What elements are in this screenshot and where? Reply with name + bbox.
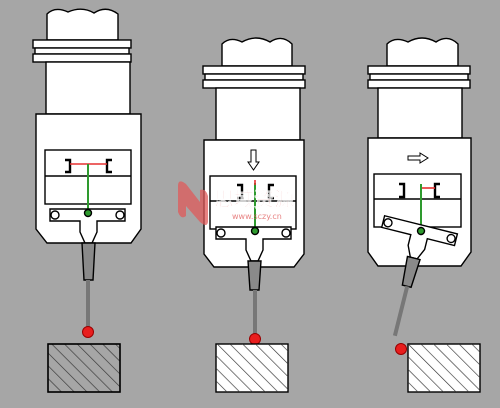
left-bracket: [237, 183, 244, 200]
pivot: [416, 226, 426, 236]
flange-ring-top: [202, 65, 306, 75]
flange-ring-top: [367, 65, 471, 75]
stylus-tip: [395, 343, 407, 355]
arrow-down-icon: [247, 149, 260, 171]
watermark-url: www.sczy.cn: [232, 212, 282, 221]
mount-hole-left: [216, 228, 226, 238]
stylus-holder: [247, 260, 262, 291]
workpieces: [47, 343, 481, 393]
arrow-right-icon: [407, 152, 429, 164]
stylus-tip: [249, 333, 261, 345]
probe-lateral-contact: [367, 37, 472, 355]
sensor-panel: [373, 173, 462, 228]
shank-cap: [386, 37, 459, 67]
flange-ring-mid: [34, 47, 130, 55]
watermark: 思域资源 www.sczy.cn: [178, 181, 294, 225]
mount-hole-left: [50, 210, 60, 220]
probe-at-rest: [32, 8, 142, 338]
right-bracket: [105, 158, 112, 174]
flange-ring-top: [32, 39, 132, 49]
pivot: [83, 208, 93, 218]
pivot: [250, 226, 260, 236]
flange-ring-bot: [202, 79, 306, 89]
neck: [377, 87, 463, 139]
shank-cap: [221, 37, 293, 67]
left-bracket: [65, 158, 72, 174]
workpiece-1: [47, 343, 121, 393]
mount-hole-right: [281, 228, 291, 238]
flange-ring-bot: [367, 79, 471, 89]
watermark-brand: 思域资源: [214, 187, 294, 211]
probe-vertical-contact: [202, 37, 306, 345]
stylus-holder: [81, 242, 96, 281]
sensor-panel: [209, 175, 297, 230]
neck: [45, 61, 131, 115]
watermark-logo-icon: [178, 181, 208, 225]
shank-cap: [46, 8, 119, 41]
stylus-tip: [82, 326, 94, 338]
mount-hole-right: [446, 233, 456, 244]
mount-hole-right: [115, 210, 125, 220]
flange-ring-bot: [32, 53, 132, 63]
right-bracket: [433, 182, 440, 199]
neck: [215, 87, 301, 141]
workpiece-1-fill: [47, 343, 121, 393]
stylus-rod: [392, 285, 410, 337]
right-bracket: [267, 183, 274, 200]
flange-ring-mid: [204, 73, 304, 81]
left-bracket: [399, 182, 406, 199]
flange-ring-mid: [369, 73, 469, 81]
stylus-holder: [401, 255, 421, 289]
mount-hole-left: [383, 218, 393, 228]
